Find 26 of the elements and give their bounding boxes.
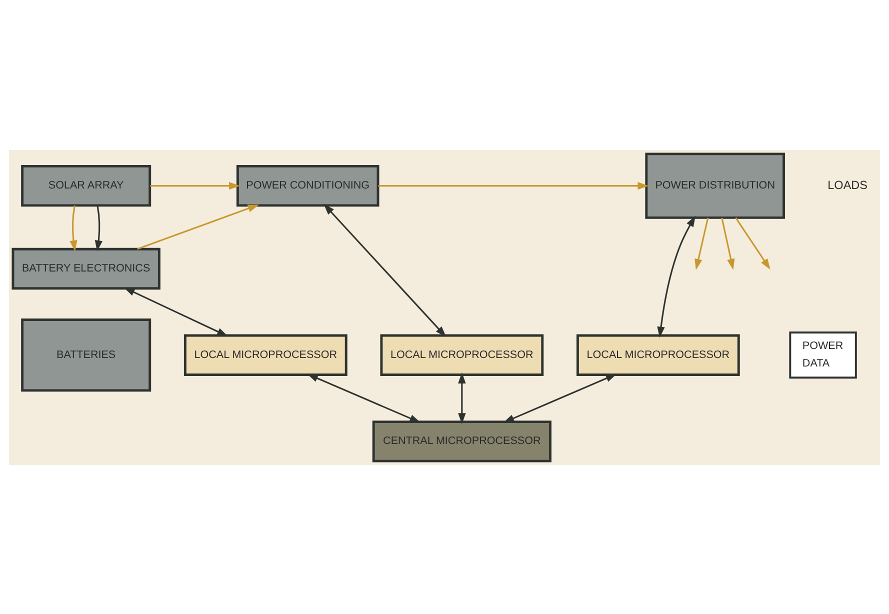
legend-label: POWER: [802, 340, 844, 352]
arrow: [307, 373, 421, 422]
node-box: POWER DISTRIBUTION: [645, 152, 786, 218]
arrow: [124, 286, 228, 336]
node-box: BATTERIES: [21, 318, 152, 392]
node-box: BATTERY ELECTRONICS: [12, 247, 160, 290]
arrow: [378, 181, 649, 190]
node-box: POWER CONDITIONING: [236, 164, 380, 206]
node-box: LOCAL MICROPROCESSOR: [576, 334, 740, 376]
arrow: [458, 372, 466, 424]
legend-label: DATA: [802, 357, 830, 370]
arrow: [150, 181, 240, 190]
label: LOADS: [828, 178, 868, 192]
arrow: [137, 204, 259, 250]
arrow: [94, 204, 102, 251]
arrow: [70, 204, 78, 251]
node-box: LOCAL MICROPROCESSOR: [380, 334, 544, 376]
node-box: CENTRAL MICROPROCESSOR: [372, 420, 552, 462]
node-box: LOCAL MICROPROCESSOR: [184, 334, 348, 376]
arrow: [694, 217, 709, 270]
arrow: [735, 216, 770, 270]
arrow: [657, 215, 696, 338]
arrow: [503, 373, 617, 422]
node-box: SOLAR ARRAY: [21, 164, 152, 206]
arrow: [721, 217, 735, 270]
arrow: [324, 203, 446, 337]
